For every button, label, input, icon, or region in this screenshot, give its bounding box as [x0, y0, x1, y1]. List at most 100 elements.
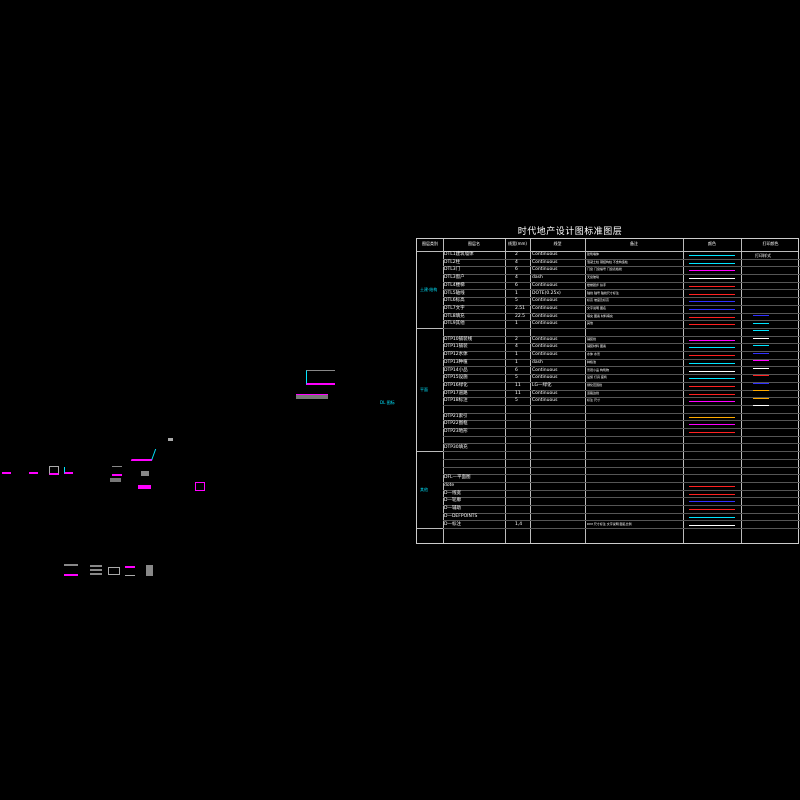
color-swatch	[689, 393, 735, 395]
table-row[interactable]: DTP30填充	[443, 444, 800, 453]
table-row[interactable]: D—线宽	[443, 490, 800, 499]
header-cell: 线宽(mm)	[508, 241, 527, 246]
header-cell: 线型	[553, 241, 562, 246]
layer-name: DTP30填充	[444, 444, 468, 450]
color-swatch	[689, 501, 735, 503]
detail-block[interactable]	[29, 467, 38, 474]
color-swatch	[689, 416, 735, 418]
layer-note: 水体 水景	[587, 352, 600, 357]
table-header: 图层类别图层名线宽(mm)线型备注颜色打印颜色	[417, 239, 798, 252]
detail-block[interactable]	[141, 471, 149, 476]
table-row[interactable]: DTL4楼梯 6 Continuous 楼梯踏步 扶手	[443, 282, 800, 291]
header-cell: 打印颜色	[762, 241, 779, 246]
color-swatch	[689, 324, 735, 326]
detail-block[interactable]	[125, 566, 135, 576]
detail-block[interactable]	[49, 466, 59, 475]
layer-note: 楼梯踏步 扶手	[587, 282, 606, 287]
line-width: 1	[515, 290, 518, 296]
detail-block[interactable]	[306, 370, 335, 385]
layer-name: DTL3窗户	[444, 275, 465, 281]
color-swatch	[689, 278, 735, 280]
color-swatch	[689, 316, 735, 318]
line-type: dash	[532, 359, 543, 365]
detail-block[interactable]	[90, 565, 102, 575]
col-divider	[741, 239, 742, 543]
line-type: Continuous	[532, 282, 558, 288]
layer-name: DFL—平面图	[444, 475, 471, 481]
detail-block[interactable]	[146, 565, 153, 576]
drawing-tag: DL 图标	[380, 400, 395, 405]
table-row[interactable]: DTP21索引	[443, 413, 800, 422]
line-width: 6	[515, 282, 518, 288]
group-label: 其他	[420, 486, 428, 492]
detail-block[interactable]	[130, 449, 157, 461]
layer-note: DIM 尺寸标注 文字说明 图名比例	[587, 521, 632, 526]
line-width: 1,4	[515, 521, 523, 527]
detail-block[interactable]	[195, 482, 205, 491]
detail-block[interactable]	[138, 485, 151, 489]
detail-block[interactable]	[168, 438, 173, 441]
detail-block[interactable]	[112, 466, 122, 476]
table-row[interactable]	[443, 436, 800, 445]
table-row[interactable]: D—DEFPOINTS	[443, 513, 800, 522]
detail-block[interactable]	[64, 564, 78, 576]
layer-name: DTL4楼梯	[444, 282, 465, 288]
group-cell: 平面	[417, 328, 443, 453]
color-swatch	[689, 301, 735, 303]
table-row[interactable]	[443, 328, 800, 337]
line-width: 5	[515, 375, 518, 381]
layer-name: DTP16绿化	[444, 382, 468, 388]
line-type: Continuous	[532, 336, 558, 342]
table-row[interactable]	[443, 467, 800, 476]
table-row[interactable]: DTP22图框	[443, 420, 800, 430]
layer-note: 建筑墙体	[587, 252, 600, 256]
table-row[interactable]: D—辅助	[443, 505, 800, 514]
layer-note: 混凝土柱 钢结构柱 不含构造柱	[587, 259, 628, 264]
layer-name: DTP22图框	[444, 421, 468, 427]
table-row[interactable]	[443, 459, 800, 468]
color-swatch	[689, 347, 735, 349]
line-width: 4	[515, 259, 518, 265]
detail-block[interactable]	[108, 567, 120, 575]
detail-block[interactable]	[110, 478, 121, 482]
line-width: 5	[515, 398, 518, 404]
table-row[interactable]	[443, 451, 800, 460]
layer-name: DTP17道路	[444, 390, 468, 396]
layer-note: 填充 图案 材料填充	[587, 313, 613, 318]
table-row[interactable]: dote	[443, 482, 800, 491]
line-type: Continuous	[532, 352, 558, 358]
color-swatch	[689, 308, 735, 310]
table-row[interactable]: DTP23地形	[443, 428, 800, 437]
color-swatch	[689, 339, 735, 341]
detail-block[interactable]	[296, 394, 328, 399]
print-color-swatch	[753, 337, 769, 339]
table-row[interactable]	[443, 405, 800, 414]
detail-block[interactable]	[2, 467, 11, 474]
layer-name: D—轮廓	[444, 498, 461, 504]
color-swatch	[689, 262, 735, 264]
table-row[interactable]: DFL—平面图	[443, 474, 800, 483]
layer-name: DTL3门	[444, 267, 461, 273]
detail-block[interactable]	[64, 467, 73, 474]
table-row[interactable]: D—轮廓	[443, 497, 800, 507]
layer-note: 铺装线	[587, 336, 597, 341]
